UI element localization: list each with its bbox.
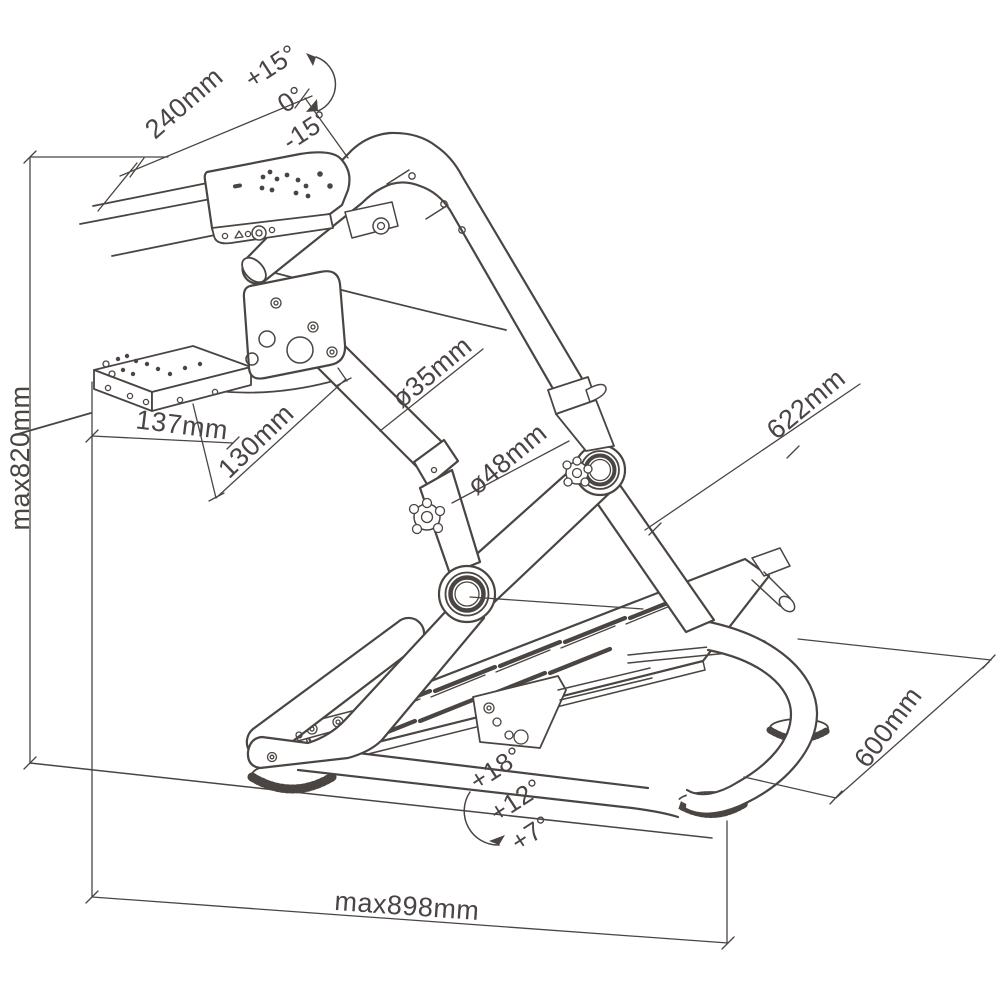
ground-line [29, 762, 713, 839]
legs [246, 456, 796, 770]
dia-48-leader [451, 440, 644, 610]
front-leg-tube [246, 608, 486, 770]
tube-end-cap [241, 256, 267, 284]
dia-35-label: ø35mm [386, 330, 477, 413]
dia-35-leader [379, 348, 484, 432]
base-tube-right-u [684, 618, 819, 815]
clamp-collar-front [412, 438, 460, 488]
dim-820-lines [29, 156, 169, 764]
dimension-annotations [23, 53, 996, 950]
right-clamp [547, 376, 615, 487]
rear-leg-end-bracket [751, 547, 796, 613]
side-gusset-plate [242, 270, 347, 380]
lower-tube-48mm [418, 468, 482, 576]
dim-240-label: 240mm [139, 61, 229, 144]
tilt-arc [315, 56, 337, 112]
dimension-labels: 240mm +15° 0° -15° max820mm 137mm 130mm … [5, 38, 928, 926]
dim-130-lines [192, 367, 348, 499]
clamp-knob-front [408, 497, 446, 535]
dim-622-line [644, 383, 861, 531]
shifter-plate [93, 345, 252, 412]
tilt-pivot-bolts [251, 201, 399, 241]
wheel-plate [203, 151, 399, 245]
dim-max820-label: max820mm [5, 385, 35, 530]
dim-137-lines [91, 381, 234, 898]
clamp-knob-right [562, 456, 593, 487]
base-frame [245, 616, 819, 819]
pedal-plate-gusset [472, 667, 653, 749]
dia-48-label: ø48mm [461, 417, 552, 500]
lower-pivot-hinge [437, 564, 497, 624]
pedal-tilt-arc [463, 791, 500, 846]
dim-898-lines [91, 820, 729, 944]
dim-622-label: 622mm [761, 363, 851, 445]
dim-max898-label: max898mm [334, 886, 481, 926]
